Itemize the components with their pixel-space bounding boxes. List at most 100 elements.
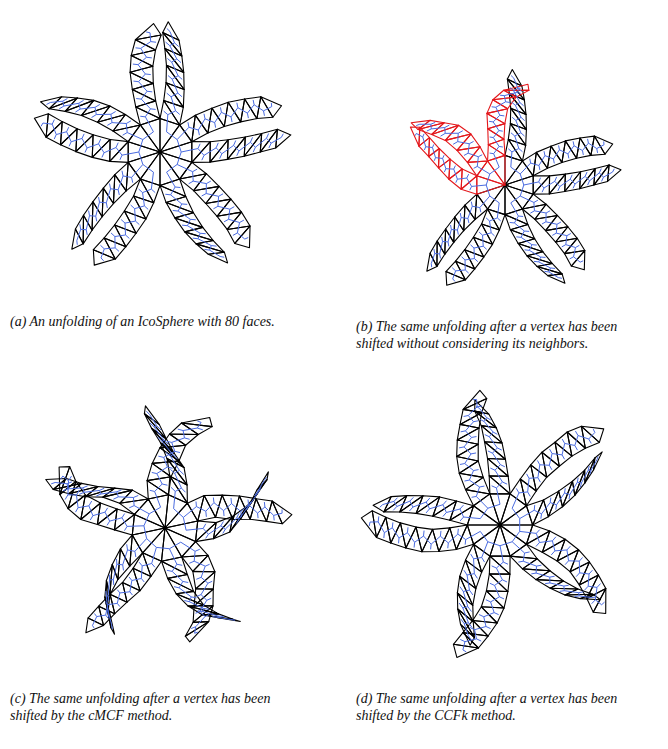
dual-tree-edge [447,543,449,548]
dual-tree-edge [194,561,205,566]
dual-tree-edge [156,547,169,548]
dual-tree-edge [175,470,180,473]
dual-tree-edge [195,632,198,633]
dual-tree-edge [162,484,167,485]
dual-tree-edge [170,32,175,43]
face-triangle [580,594,600,600]
face-triangle [518,239,543,252]
dual-tree-edge [203,608,208,610]
dual-tree-edge [231,498,233,504]
dual-tree-edge [489,432,493,437]
face-triangle [593,589,606,614]
face-triangle [488,145,505,161]
dual-tree-edge [480,196,490,208]
dual-tree-edge [568,146,574,154]
dual-tree-edge [249,505,258,513]
dual-tree-edge [237,233,244,239]
dual-tree-edge [525,249,530,251]
dual-tree-edge [464,480,469,482]
dual-tree-edge [111,114,112,122]
face-triangle [585,458,595,483]
dual-tree-edge [512,542,524,553]
dual-tree-edge [117,593,120,603]
face-triangle [176,591,204,605]
dual-tree-edge [528,478,529,492]
dual-tree-edge [544,181,555,188]
dual-tree-edge [132,164,143,177]
dual-tree-edge [164,451,175,457]
dual-tree-edge [562,455,564,459]
dual-tree-edge [118,190,119,195]
face-triangle [194,589,213,606]
face-triangle [594,136,612,154]
dual-tree-edge [85,148,87,153]
dual-tree-edge [475,627,486,630]
face-triangle [533,176,549,194]
dual-tree-edge [183,428,197,430]
subfigure-caption: (a) An unfolding of an IcoSphere with 80… [10,313,305,330]
dual-tree-edge [431,122,435,124]
dual-tree-edge [236,519,239,523]
dual-tree-edge [193,238,198,240]
dual-tree-edge [573,184,575,188]
dual-tree-edge [205,119,215,123]
dual-tree-edge [250,137,252,142]
dual-tree-edge [445,133,458,134]
dual-tree-edge [205,564,209,566]
dual-tree-edge [141,99,150,109]
dual-tree-edge [486,627,491,629]
dual-tree-edge [570,257,574,259]
face-triangle [193,571,215,588]
dual-tree-edge [590,173,600,181]
dual-tree-edge [538,165,540,170]
dual-tree-edge [483,246,486,249]
dual-tree-edge [195,501,196,506]
dual-tree-edge [172,564,177,571]
dual-tree-edge [96,494,101,496]
dual-tree-edge [183,517,186,530]
dual-tree-edge [539,156,545,166]
dual-tree-edge [457,178,466,179]
dual-tree-edge [474,420,479,422]
face-triangle [241,493,258,519]
dual-tree-edge [552,454,562,455]
face-triangle [163,32,182,56]
dual-tree-edge [575,176,585,184]
face-triangle [76,129,93,152]
unfolding [361,390,605,657]
dual-tree-edge [135,539,147,552]
dual-tree-edge [520,510,535,518]
dual-tree-edge [237,513,239,518]
dual-tree-edge [468,415,473,421]
dual-tree-edge [490,167,499,174]
face-triangle [257,472,269,491]
face-triangle [166,203,193,218]
dual-tree-edge [468,607,472,612]
dual-tree-edge [181,149,198,152]
dual-tree-edge [145,117,153,132]
dual-tree-edge [482,542,488,558]
dual-tree-edge [545,156,554,159]
dual-tree-edge [176,111,180,115]
dual-tree-edge [95,104,100,107]
dual-tree-edge [519,491,528,493]
dual-tree-edge [236,103,238,108]
dual-tree-edge [76,508,79,512]
dual-tree-edge [468,636,471,640]
dual-tree-edge [477,157,478,167]
dual-tree-edge [504,93,516,96]
dual-tree-edge [122,514,125,518]
dual-tree-edge [90,516,93,520]
dual-tree-edge [214,123,216,128]
dual-tree-edge [198,149,204,156]
face-triangle [411,120,430,129]
dual-tree-edge [511,152,512,167]
dual-tree-edge [489,437,497,448]
dual-tree-edge [471,202,473,207]
dual-tree-edge [170,43,175,46]
dual-tree-edge [550,498,552,503]
dual-tree-edge [151,41,156,43]
dual-tree-edge [165,194,170,196]
dual-tree-edge [126,235,130,238]
dual-tree-edge [491,597,500,602]
